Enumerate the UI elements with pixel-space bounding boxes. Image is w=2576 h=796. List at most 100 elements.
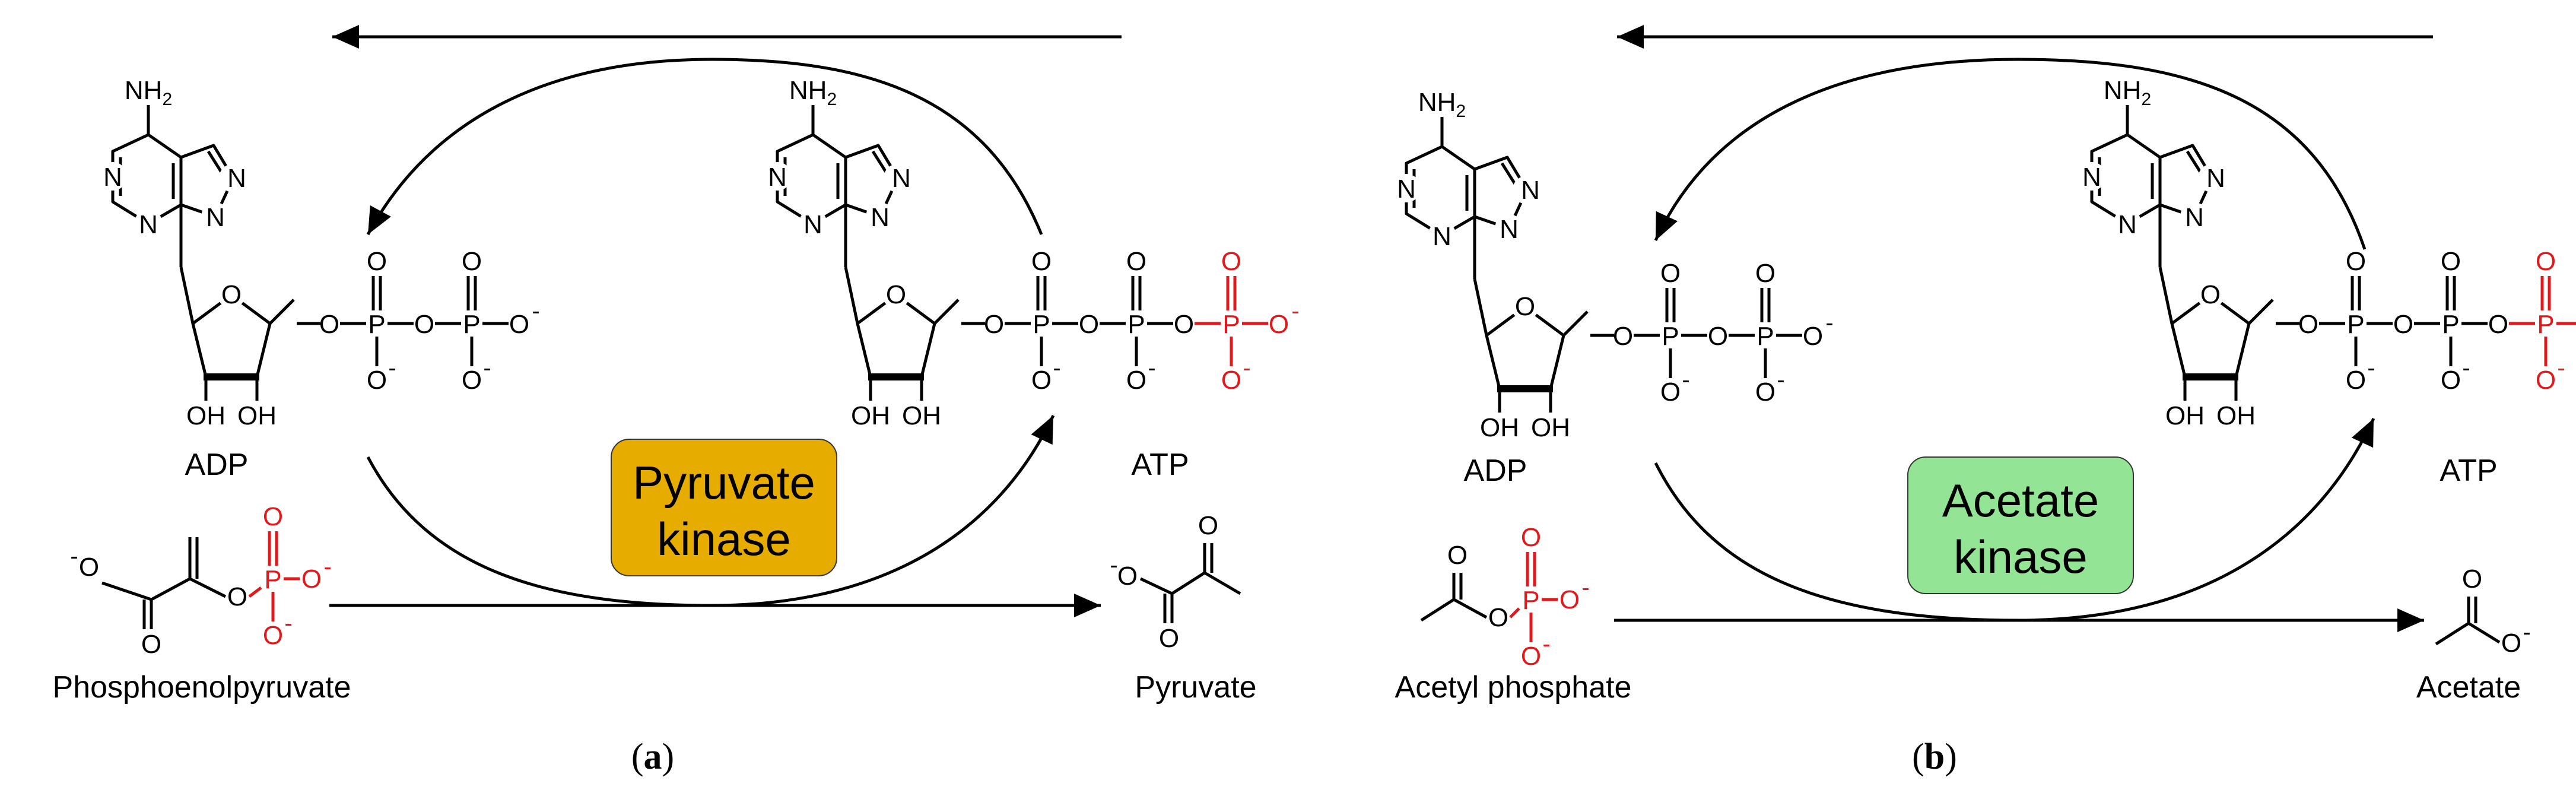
atom-n: N bbox=[206, 203, 225, 232]
atom-o-minus: O bbox=[1117, 562, 1138, 591]
bond bbox=[2435, 621, 2470, 646]
atom-o-double: O bbox=[1031, 247, 1052, 276]
atom-n: N bbox=[103, 163, 122, 192]
atom-o-double: O bbox=[2441, 247, 2461, 276]
atom-n: N bbox=[871, 203, 890, 232]
atom-o-minus: O bbox=[2501, 629, 2521, 658]
atom-o-bridge: O bbox=[414, 310, 434, 339]
atom-o-bridge: O bbox=[984, 310, 1004, 339]
atom-n: N bbox=[2082, 163, 2101, 192]
product-label-a: Pyruvate bbox=[1135, 670, 1256, 705]
atom-o-double: O bbox=[367, 247, 387, 276]
atom-o-bridge: O bbox=[1613, 322, 1633, 351]
atom-oh: OH bbox=[2165, 401, 2205, 430]
enzyme-name-line1-a: Pyruvate bbox=[633, 456, 815, 509]
atom-p-gamma: P bbox=[2537, 310, 2554, 339]
enzyme-name-line2-a: kinase bbox=[657, 513, 790, 565]
atom-o-double: O bbox=[2346, 247, 2366, 276]
acetate-molecule: OO- bbox=[2435, 565, 2531, 658]
atom-o-minus: O bbox=[1521, 642, 1541, 671]
atom-o-bridge: O bbox=[2393, 310, 2413, 339]
atom-o-terminal: O bbox=[1803, 322, 1823, 351]
atom-p: P bbox=[1662, 322, 1679, 351]
atom-n: N bbox=[803, 210, 822, 239]
atom-o-minus: O bbox=[263, 621, 283, 650]
curved-arrow-atp-to-adp-a bbox=[366, 58, 1043, 236]
bond bbox=[189, 577, 227, 598]
bond bbox=[269, 299, 295, 325]
pyruvate-molecule: O-OO bbox=[1110, 511, 1241, 653]
atom-o-bridge: O bbox=[319, 310, 339, 339]
bond bbox=[1473, 278, 1488, 336]
charge-minus: - bbox=[388, 355, 396, 381]
bond bbox=[1420, 598, 1455, 622]
charge-minus: - bbox=[2462, 355, 2470, 381]
atom-n: N bbox=[227, 164, 246, 193]
curved-arrow-atp-to-adp-b bbox=[1654, 58, 2367, 250]
atp-label-b: ATP bbox=[2440, 454, 2497, 488]
bond bbox=[1203, 571, 1241, 595]
atom-p-gamma: P bbox=[1222, 310, 1240, 339]
atom-oh: OH bbox=[237, 401, 277, 430]
atom-o-double: O bbox=[1159, 624, 1179, 653]
atom-oh: OH bbox=[2216, 401, 2256, 430]
atom-o-double: O bbox=[462, 247, 482, 276]
atom-o-ribose: O bbox=[2200, 280, 2221, 309]
charge-minus: - bbox=[1682, 367, 1689, 393]
bond bbox=[1139, 577, 1173, 595]
adp-label-b: ADP bbox=[1464, 454, 1527, 488]
atom-o-double: O bbox=[2536, 247, 2556, 276]
atom-o-double: O bbox=[1521, 523, 1541, 552]
charge-minus: - bbox=[2557, 355, 2565, 381]
enzyme-box-b: Acetate kinase bbox=[1907, 456, 2134, 594]
atom-n: N bbox=[2185, 203, 2204, 232]
atom-n: N bbox=[768, 163, 787, 192]
atom-o-double: O bbox=[1221, 247, 1241, 276]
bond bbox=[933, 299, 960, 325]
bond bbox=[101, 581, 152, 601]
atom-n: N bbox=[2206, 164, 2225, 193]
atom-o-minus: O bbox=[2346, 366, 2366, 395]
atom-o-ribose: O bbox=[221, 280, 242, 309]
atom-n: N bbox=[892, 164, 911, 193]
charge-minus: - bbox=[1825, 310, 1833, 336]
charge-minus: - bbox=[1110, 552, 1117, 578]
atom-o-ribose: O bbox=[886, 280, 906, 309]
atom-o-minus: O bbox=[1126, 366, 1146, 395]
charge-minus: - bbox=[1243, 355, 1250, 381]
molecule-labels: ADP ATP Phosphoenolpyruvate Pyruvate ADP… bbox=[52, 448, 2521, 705]
charge-minus: - bbox=[1542, 631, 1550, 657]
charge-minus: - bbox=[532, 298, 539, 324]
bond bbox=[179, 267, 195, 324]
atom-nh2: NH2 bbox=[1418, 88, 1466, 121]
atom-p: P bbox=[1756, 322, 1774, 351]
atom-o-minus: O bbox=[79, 553, 99, 582]
atom-o-minus: O bbox=[462, 366, 482, 395]
atom-o-minus: O bbox=[1660, 378, 1681, 407]
atom-o-double: O bbox=[1126, 247, 1146, 276]
panel-letter-b: (b) bbox=[1912, 737, 1957, 777]
atom-o-double: O bbox=[1660, 259, 1681, 288]
bond bbox=[844, 267, 859, 324]
atom-o-double: O bbox=[2462, 565, 2482, 594]
bond bbox=[1453, 598, 1488, 619]
product-label-b: Acetate bbox=[2416, 670, 2521, 705]
charge-minus: - bbox=[2523, 619, 2530, 645]
bond bbox=[1509, 607, 1520, 619]
panel-letter-b-text: b bbox=[1924, 737, 1945, 777]
atom-n: N bbox=[1521, 176, 1540, 205]
atom-p: P bbox=[368, 310, 385, 339]
bond bbox=[150, 577, 191, 601]
atom-o-double: O bbox=[263, 502, 283, 531]
atom-o-double: O bbox=[141, 630, 161, 659]
charge-minus: - bbox=[284, 610, 292, 636]
charge-minus: - bbox=[1053, 355, 1060, 381]
atom-o-bridge: O bbox=[1488, 603, 1508, 632]
atom-p: P bbox=[463, 310, 480, 339]
